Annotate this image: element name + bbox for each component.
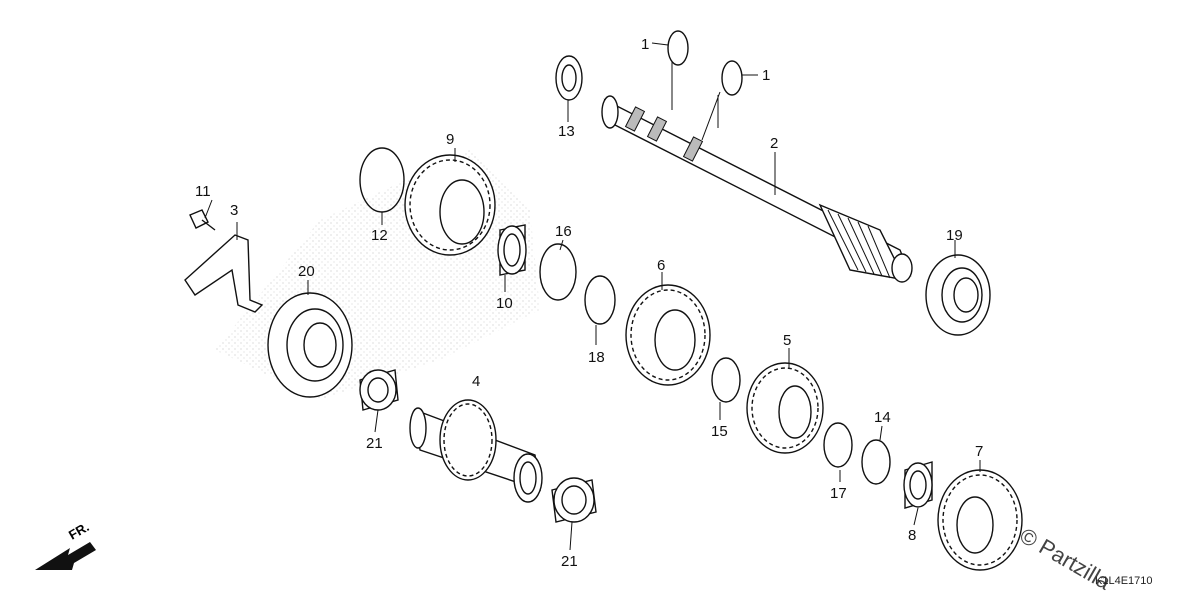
- mainshaft[interactable]: [601, 95, 913, 283]
- callout-3[interactable]: 3: [230, 202, 238, 219]
- callout-2[interactable]: 2: [770, 135, 778, 152]
- gear-7[interactable]: [937, 469, 1023, 571]
- callout-8[interactable]: 8: [908, 527, 916, 544]
- washer-14[interactable]: [861, 439, 891, 485]
- front-arrow: FR.: [35, 519, 96, 570]
- callout-6[interactable]: 6: [657, 257, 665, 274]
- callout-13[interactable]: 13: [558, 123, 575, 140]
- thrust-washer-1b[interactable]: [721, 60, 743, 96]
- callout-11[interactable]: 11: [195, 183, 211, 200]
- callout-5[interactable]: 5: [783, 332, 791, 349]
- bushing-8[interactable]: [903, 461, 933, 509]
- bracket-3[interactable]: [184, 234, 264, 313]
- circlip-17[interactable]: [823, 422, 853, 468]
- callout-17[interactable]: 17: [830, 485, 847, 502]
- diagram-code: K1L4E1710: [1095, 575, 1153, 587]
- callout-1a[interactable]: 1: [641, 36, 649, 53]
- callout-16[interactable]: 16: [555, 223, 572, 240]
- callout-20[interactable]: 20: [298, 263, 315, 280]
- washer-16[interactable]: [539, 243, 577, 301]
- lock-washer-15[interactable]: [711, 357, 741, 403]
- callout-14[interactable]: 14: [874, 409, 891, 426]
- callout-9[interactable]: 9: [446, 131, 454, 148]
- front-label: FR.: [66, 519, 92, 542]
- arrow-icon: [35, 542, 96, 570]
- leader-lines: [204, 42, 981, 551]
- countershaft-4[interactable]: [409, 399, 543, 503]
- callout-1b[interactable]: 1: [762, 67, 770, 84]
- bearing-20[interactable]: [267, 292, 353, 398]
- needle-bearing-21a[interactable]: [359, 369, 399, 411]
- gear-9[interactable]: [404, 154, 496, 256]
- gear-5[interactable]: [746, 362, 824, 454]
- callout-18[interactable]: 18: [588, 349, 605, 366]
- needle-bearing-21b[interactable]: [551, 477, 597, 523]
- callout-10[interactable]: 10: [496, 295, 513, 312]
- callout-15[interactable]: 15: [711, 423, 728, 440]
- thrust-washer-1a[interactable]: [667, 30, 689, 66]
- callout-7[interactable]: 7: [975, 443, 983, 460]
- bearing-19[interactable]: [925, 254, 991, 336]
- callout-21b[interactable]: 21: [561, 553, 578, 570]
- callout-21a[interactable]: 21: [366, 435, 383, 452]
- callout-4[interactable]: 4: [472, 373, 480, 390]
- thrust-washer-13[interactable]: [555, 55, 583, 101]
- bushing-10[interactable]: [497, 224, 527, 276]
- bolt-11[interactable]: [189, 209, 216, 231]
- callout-19[interactable]: 19: [946, 227, 963, 244]
- callout-12[interactable]: 12: [371, 227, 388, 244]
- gear-6[interactable]: [625, 284, 711, 386]
- circlip-18[interactable]: [584, 275, 616, 325]
